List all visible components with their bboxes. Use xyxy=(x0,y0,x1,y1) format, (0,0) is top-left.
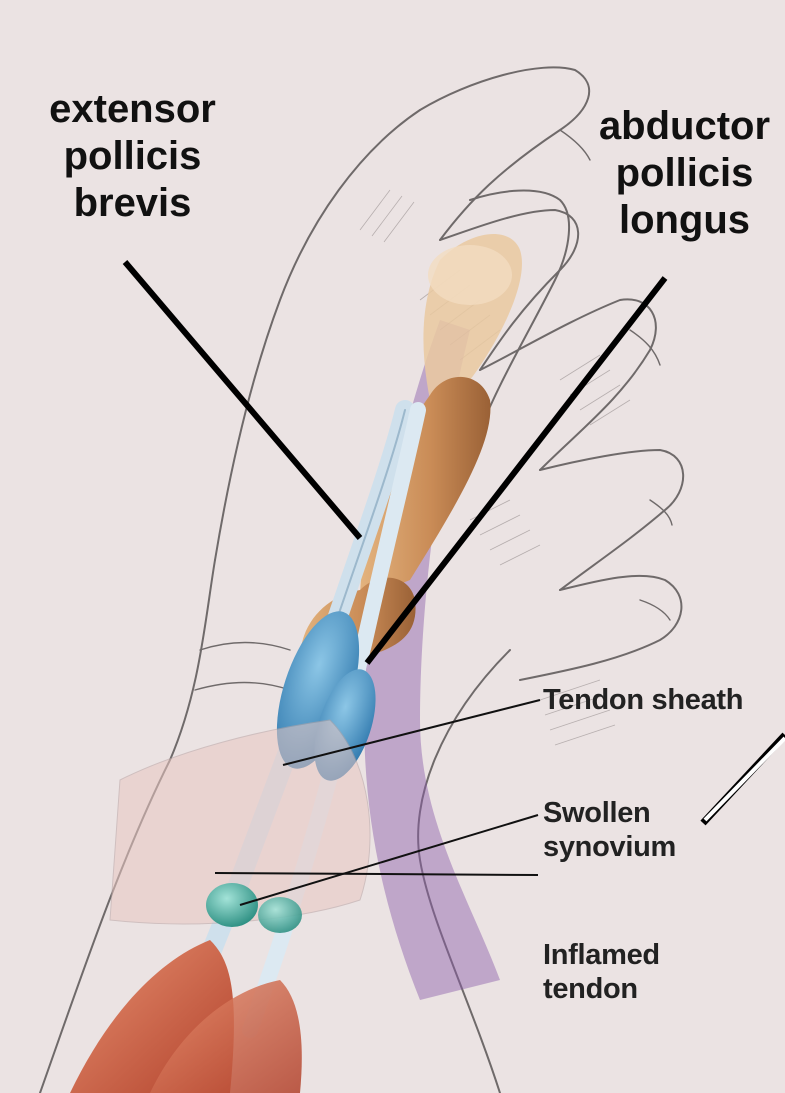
label-line: synovium xyxy=(543,830,676,864)
label-line: brevis xyxy=(20,180,245,227)
label-abductor-pollicis-longus: abductor pollicis longus xyxy=(577,103,785,244)
label-line: longus xyxy=(577,197,785,244)
label-line: tendon xyxy=(543,972,660,1006)
label-line: Tendon sheath xyxy=(543,683,785,717)
label-swollen-synovium: Swollen synovium xyxy=(543,796,676,864)
label-line: pollicis xyxy=(20,133,245,180)
synovium-mark-2 xyxy=(258,897,302,933)
label-extensor-pollicis-brevis: extensor pollicis brevis xyxy=(20,86,245,227)
label-inflamed-tendon: Inflamed tendon xyxy=(543,938,660,1006)
label-line: Inflamed xyxy=(543,938,660,972)
label-line: pollicis xyxy=(577,150,785,197)
label-line: Swollen xyxy=(543,796,676,830)
label-tendon-sheath: Tendon sheath xyxy=(543,683,785,717)
swollen-synovium-mark xyxy=(206,883,258,927)
label-line: abductor xyxy=(577,103,785,150)
label-line: extensor xyxy=(20,86,245,133)
